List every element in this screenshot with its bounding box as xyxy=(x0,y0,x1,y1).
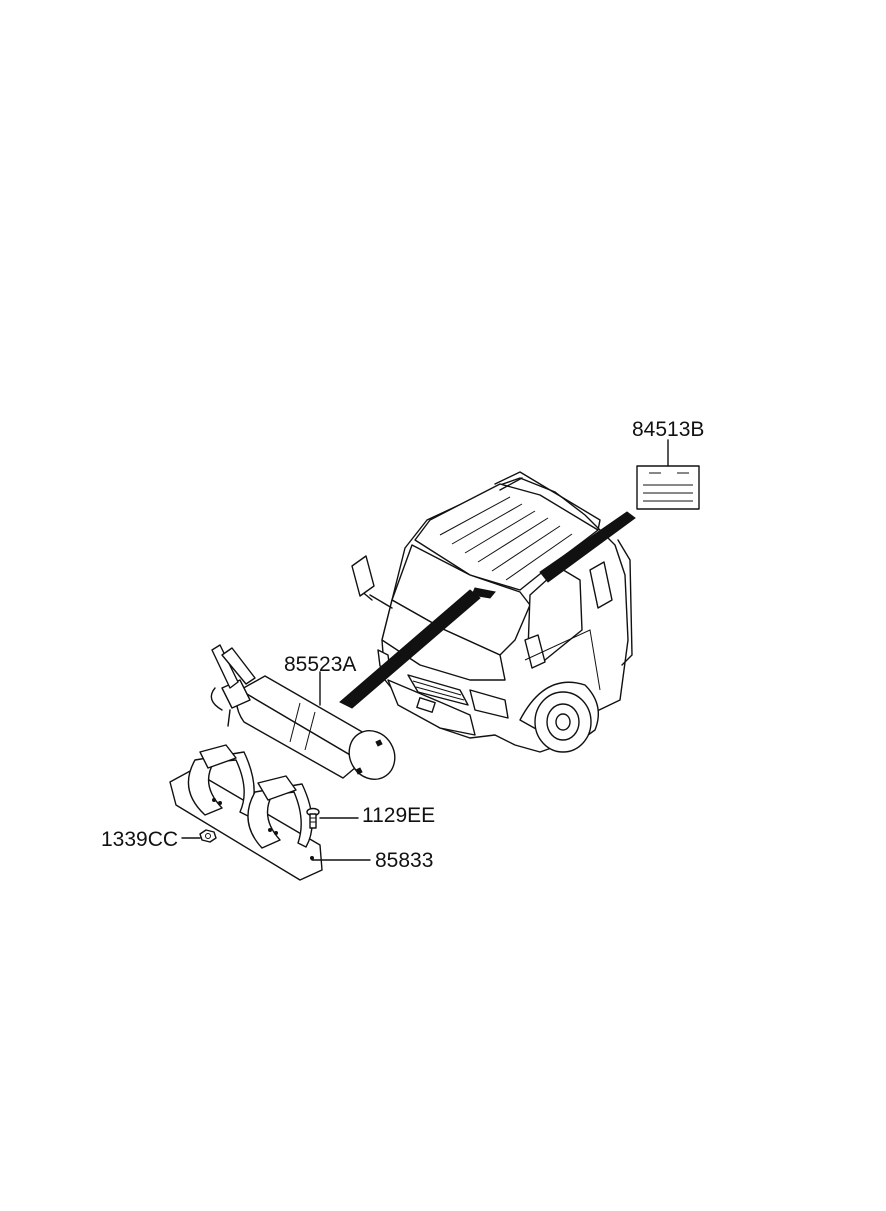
part-number-fire-extinguisher: 85523A xyxy=(284,653,356,676)
bracket-illustration xyxy=(169,744,371,881)
part-number-nut: 1339CC xyxy=(101,828,178,851)
fire-extinguisher-illustration xyxy=(210,587,496,780)
truck-cab-illustration xyxy=(351,471,633,753)
part-number-label-sticker: 84513B xyxy=(632,418,704,441)
label-sticker-illustration xyxy=(539,439,700,583)
nut-illustration xyxy=(181,829,217,843)
part-number-bolt: 1129EE xyxy=(362,804,435,827)
bolt-illustration xyxy=(306,807,359,829)
part-number-bracket: 85833 xyxy=(375,849,433,872)
